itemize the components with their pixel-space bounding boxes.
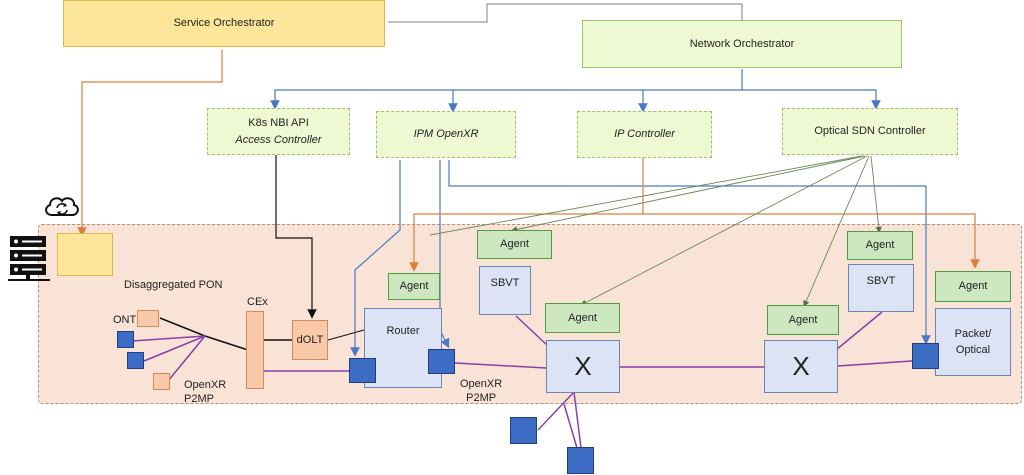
service-endpoint-box[interactable] <box>57 233 113 276</box>
packet-optical-box[interactable]: Packet/ Optical <box>935 308 1011 376</box>
service-orchestrator-label: Service Orchestrator <box>173 17 275 30</box>
pon-port-1[interactable] <box>117 331 134 348</box>
cross-connect-label: X <box>792 351 810 381</box>
cross-connect-left[interactable]: X <box>546 340 620 393</box>
sbvt-right-box[interactable]: SBVT <box>848 264 914 312</box>
k8s-nbi-api-label: K8s NBI API <box>248 117 309 129</box>
cross-connect-right[interactable]: X <box>764 340 838 393</box>
agent-label: Agent <box>399 280 429 293</box>
agent-label: Agent <box>865 239 895 252</box>
cex-box[interactable] <box>246 311 264 389</box>
agent-sbvt-right[interactable]: Agent <box>847 231 913 260</box>
agent-xc-right[interactable]: Agent <box>767 305 839 335</box>
ip-controller-box[interactable]: IP Controller <box>577 111 712 158</box>
agent-label: Agent <box>958 280 988 293</box>
agent-label: Agent <box>568 311 597 324</box>
cex-label: CEx <box>247 296 268 308</box>
agent-xc-left[interactable]: Agent <box>545 303 620 333</box>
packet-optical-port[interactable] <box>912 343 939 369</box>
service-orchestrator-box[interactable]: Service Orchestrator <box>63 0 385 47</box>
ipm-openxr-box[interactable]: IPM OpenXR <box>376 111 516 158</box>
k8s-access-controller-box[interactable]: K8s NBI API Access Controller <box>207 108 350 155</box>
agent-router[interactable]: Agent <box>388 273 440 300</box>
bottom-port-right[interactable] <box>567 447 594 474</box>
sbvt-label: SBVT <box>490 277 520 289</box>
optical-sdn-controller-label: Optical SDN Controller <box>814 125 926 138</box>
disaggregated-pon-label: Disaggregated PON <box>124 279 223 291</box>
pon-port-2[interactable] <box>127 352 144 369</box>
router-label: Router <box>386 325 420 337</box>
packet-optical-label: Packet/ Optical <box>954 327 992 357</box>
access-controller-label: Access Controller <box>235 133 322 146</box>
pon-openxr-p2mp-label: OpenXR P2MP <box>184 379 227 405</box>
sbvt-label: SBVT <box>866 275 896 287</box>
server-rack-icon <box>8 236 52 285</box>
agent-label: Agent <box>788 313 818 326</box>
router-box[interactable]: Router <box>364 308 442 388</box>
dolt-box[interactable]: dOLT <box>292 320 328 360</box>
cross-connect-label: X <box>574 351 592 381</box>
agent-sbvt-left[interactable]: Agent <box>477 230 552 259</box>
cloud-sync-icon <box>42 193 82 222</box>
sbvt-left-box[interactable]: SBVT <box>479 266 531 315</box>
router-port-left[interactable] <box>349 358 376 383</box>
router-openxr-p2mp-label: OpenXR P2MP <box>460 378 503 404</box>
network-orchestrator-label: Network Orchestrator <box>689 37 795 50</box>
ont-box-lower[interactable] <box>153 373 170 390</box>
ont-label: ONT <box>113 314 137 326</box>
ip-controller-label: IP Controller <box>614 128 675 141</box>
router-port-right[interactable] <box>428 349 455 374</box>
network-orchestrator-box[interactable]: Network Orchestrator <box>582 20 902 68</box>
optical-sdn-controller-box[interactable]: Optical SDN Controller <box>782 108 958 155</box>
dolt-label: dOLT <box>296 333 324 346</box>
agent-packet-optical[interactable]: Agent <box>935 271 1011 302</box>
agent-label: Agent <box>500 238 529 251</box>
bottom-port-left[interactable] <box>510 417 537 444</box>
ont-box[interactable] <box>137 310 159 327</box>
ipm-openxr-label: IPM OpenXR <box>413 128 479 141</box>
